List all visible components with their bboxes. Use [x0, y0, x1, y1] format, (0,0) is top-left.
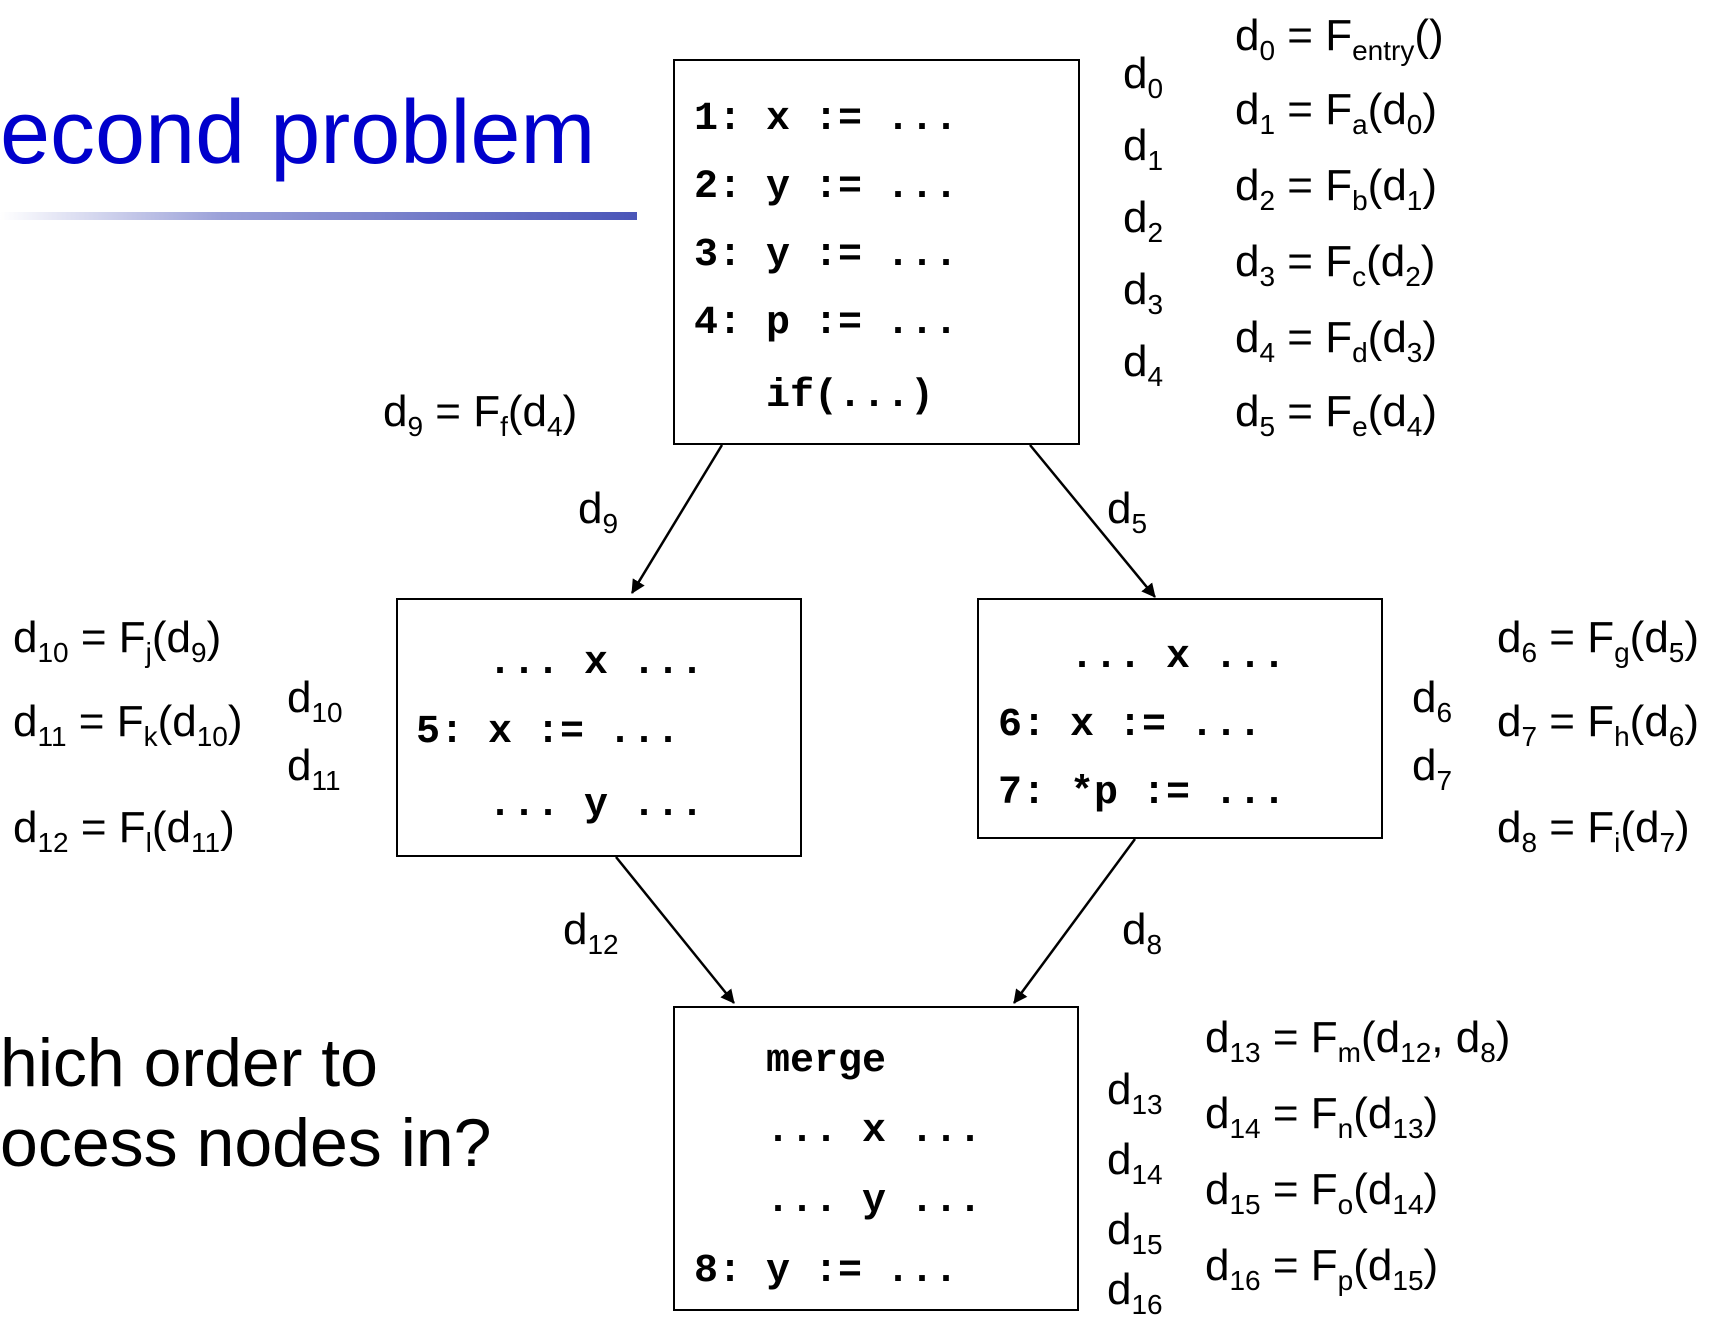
left-line-2: 5: x := ...	[416, 710, 681, 755]
left-point-d10: d10	[287, 673, 343, 728]
edge-right-merge	[1012, 838, 1137, 1004]
equation-d13: d13 = Fm(d12, d8)	[1205, 1013, 1511, 1068]
question-line-1: hich order to	[0, 1025, 378, 1101]
equation-d7: d7 = Fh(d6)	[1497, 697, 1700, 752]
left-line-1: ... x ...	[416, 641, 705, 686]
equation-d16: d16 = Fp(d15)	[1205, 1241, 1439, 1296]
slide-title: econd problem	[0, 83, 596, 183]
equation-d9: d9 = Ff(d4)	[383, 387, 578, 442]
entry-line-4: 4: p := ...	[694, 301, 959, 346]
edge-label-d8: d8	[1122, 905, 1163, 960]
edge-entry-right	[1029, 444, 1156, 598]
merge-line-2: ... x ...	[694, 1109, 983, 1154]
question-line-2: ocess nodes in?	[0, 1104, 492, 1181]
title-underline	[0, 212, 637, 220]
equation-d10: d10 = Fj(d9)	[13, 613, 222, 668]
node-right	[977, 598, 1383, 839]
merge-point-d16: d16	[1107, 1265, 1163, 1320]
merge-line-3: ... y ...	[694, 1179, 983, 1224]
equation-d8: d8 = Fi(d7)	[1497, 803, 1690, 858]
edge-label-d5: d5	[1107, 484, 1148, 539]
edge-left-merge	[615, 856, 735, 1004]
entry-point-d2: d2	[1123, 193, 1164, 248]
right-line-3: 7: *p := ...	[998, 771, 1287, 816]
node-merge	[673, 1006, 1079, 1311]
left-line-3: ... y ...	[416, 783, 705, 828]
edge-label-d12: d12	[563, 905, 619, 960]
equation-d0: d0 = Fentry()	[1235, 11, 1444, 66]
right-line-2: 6: x := ...	[998, 703, 1263, 748]
equation-d11: d11 = Fk(d10)	[13, 697, 243, 752]
equation-d15: d15 = Fo(d14)	[1205, 1165, 1439, 1220]
question-text: hich order to ocess nodes in?	[0, 1024, 491, 1183]
entry-line-3: 3: y := ...	[694, 233, 959, 278]
merge-point-d13: d13	[1107, 1065, 1163, 1120]
edge-entry-left	[630, 444, 724, 594]
right-point-d7: d7	[1412, 741, 1453, 796]
left-point-d11: d11	[287, 741, 341, 796]
entry-point-d4: d4	[1123, 337, 1164, 392]
entry-line-2: 2: y := ...	[694, 165, 959, 210]
equation-d3: d3 = Fc(d2)	[1235, 237, 1436, 292]
entry-point-d0: d0	[1123, 49, 1164, 104]
node-entry	[673, 59, 1080, 445]
right-point-d6: d6	[1412, 673, 1453, 728]
merge-point-d15: d15	[1107, 1205, 1163, 1260]
equation-d2: d2 = Fb(d1)	[1235, 161, 1438, 216]
entry-line-5: if(...)	[694, 374, 935, 419]
merge-point-d14: d14	[1107, 1135, 1163, 1190]
equation-d14: d14 = Fn(d13)	[1205, 1089, 1439, 1144]
equation-d6: d6 = Fg(d5)	[1497, 613, 1700, 668]
equation-d5: d5 = Fe(d4)	[1235, 387, 1438, 442]
entry-point-d1: d1	[1123, 121, 1164, 176]
equation-d12: d12 = Fl(d11)	[13, 803, 235, 858]
right-line-1: ... x ...	[998, 635, 1287, 680]
merge-line-1: merge	[694, 1039, 887, 1084]
equation-d4: d4 = Fd(d3)	[1235, 313, 1438, 368]
merge-line-4: 8: y := ...	[694, 1249, 959, 1294]
node-left	[396, 598, 802, 857]
equation-d1: d1 = Fa(d0)	[1235, 85, 1438, 140]
entry-point-d3: d3	[1123, 265, 1164, 320]
entry-line-1: 1: x := ...	[694, 97, 959, 142]
edge-label-d9: d9	[578, 484, 619, 539]
